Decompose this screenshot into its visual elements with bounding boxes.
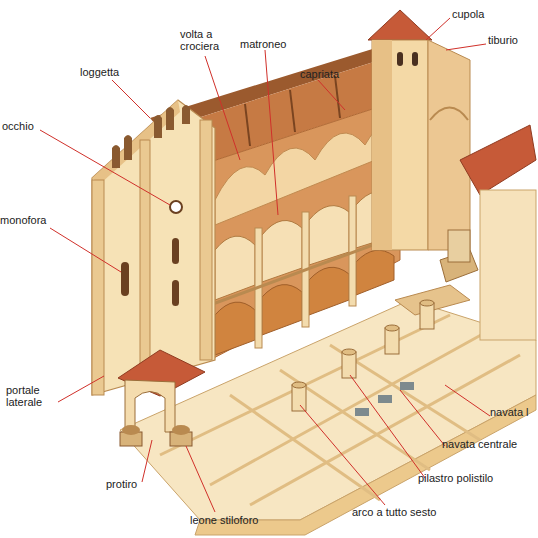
part-label: pilastro polistilo (418, 472, 528, 484)
part-label: navata l (490, 406, 538, 418)
part-label: monofora (0, 214, 60, 226)
nave-wall-part (215, 302, 255, 355)
pillars-part (292, 385, 306, 411)
part-label: occhio (2, 120, 62, 132)
part-label: loggetta (80, 66, 140, 78)
leader-lines-part (400, 390, 445, 446)
leader-lines-part (426, 18, 450, 40)
pillars-part (385, 328, 399, 354)
floor-part (355, 408, 369, 416)
nave-wall-part (356, 250, 394, 295)
leader-lines-part (265, 50, 278, 215)
part-label: arco a tutto sesto (352, 506, 462, 518)
floor-part (400, 382, 414, 390)
leader-lines-part (58, 376, 104, 402)
tiburio-tower-part (368, 10, 432, 40)
part-label: volta a crociera (180, 28, 240, 52)
protiro-porch-part (122, 425, 140, 435)
facade-part (172, 280, 179, 306)
pillars-part (292, 382, 306, 388)
facade-part (200, 120, 212, 360)
part-label: tiburio (488, 34, 538, 46)
protiro-porch (118, 350, 205, 446)
apse-part (480, 190, 536, 340)
part-label: portale laterale (6, 384, 66, 408)
facade-part (121, 262, 129, 296)
leader-lines-part (300, 405, 385, 505)
tiburio-tower-part (428, 40, 470, 250)
tiburio-tower-part (430, 108, 468, 121)
part-label: protiro (106, 478, 166, 490)
leader-lines-part (318, 80, 345, 110)
leader-lines-part (40, 130, 170, 205)
apse-part (448, 230, 470, 262)
part-label: matroneo (240, 38, 310, 50)
roof-truss-part (335, 76, 340, 118)
part-label: navata centrale (442, 438, 538, 450)
nave-wall-part (309, 267, 349, 315)
facade-part (140, 140, 150, 375)
pillars-part (385, 325, 399, 331)
tiburio-tower-part (412, 52, 418, 66)
tiburio-tower-part (372, 40, 428, 250)
facade-part (92, 180, 104, 395)
leader-lines-part (350, 375, 425, 478)
leader-lines-part (445, 385, 490, 416)
pillars (292, 300, 434, 411)
leader-lines-part (142, 440, 152, 482)
nave-wall (170, 100, 400, 360)
facade-part (172, 238, 179, 264)
tiburio-tower (368, 10, 470, 250)
protiro-porch-part (125, 380, 175, 432)
leader-lines (40, 18, 490, 512)
floor-part (378, 395, 392, 403)
protiro-porch-part (172, 425, 190, 435)
nave-wall-part (170, 100, 400, 360)
leader-lines-part (50, 228, 121, 272)
pillars-part (420, 303, 434, 329)
pillars-part (420, 300, 434, 306)
leader-lines-part (186, 446, 215, 512)
tiburio-tower-part (372, 40, 392, 250)
leader-lines-part (112, 80, 150, 118)
part-label: cupola (452, 8, 512, 20)
facade-part (92, 100, 215, 395)
pillars-part (342, 352, 356, 378)
leader-lines-part (446, 44, 486, 50)
part-label: leone stiloforo (190, 514, 290, 526)
facade-part (112, 105, 190, 168)
tiburio-tower-part (397, 52, 403, 66)
roof-truss-part (245, 104, 250, 146)
pillars-part (342, 349, 356, 355)
floor-part (210, 330, 490, 485)
leader-lines-part (205, 56, 240, 160)
floor-part (330, 345, 480, 440)
floor-part (280, 370, 430, 470)
roof-truss-part (290, 90, 295, 132)
part-label: capriata (300, 68, 370, 80)
apse (440, 125, 536, 340)
nave-wall-part (262, 285, 302, 335)
apse-part (460, 125, 536, 195)
facade-part (170, 201, 182, 213)
facade (92, 100, 215, 395)
